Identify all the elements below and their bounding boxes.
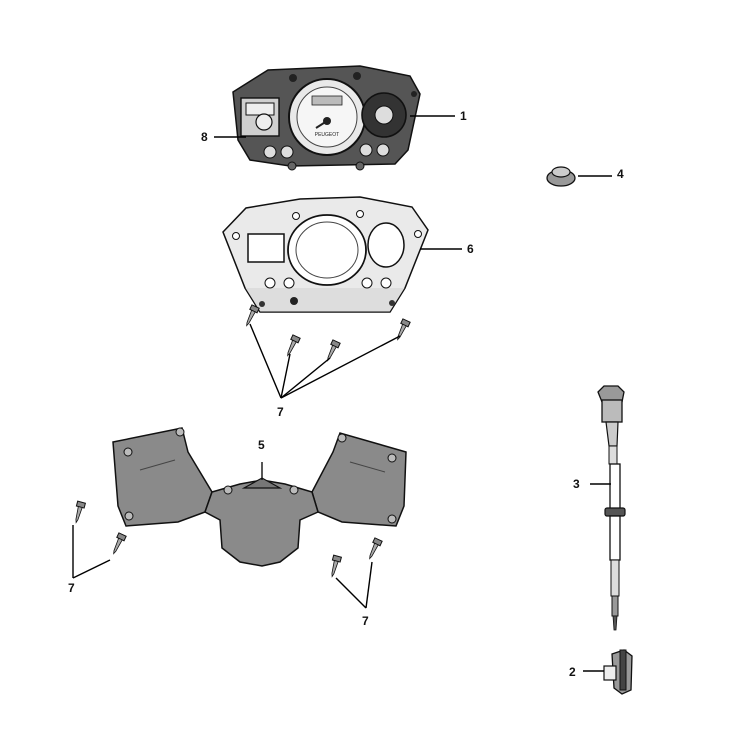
callout-2: 2 — [569, 665, 576, 679]
handlebar-cover — [112, 427, 407, 567]
callout-3: 3 — [573, 477, 580, 491]
callout-6: 6 — [467, 242, 474, 256]
instrument-cluster: PEUGEOT — [232, 65, 421, 171]
cluster-cover — [222, 196, 429, 313]
callout-7-lower-left: 7 — [68, 581, 75, 595]
callout-4: 4 — [617, 167, 624, 181]
callout-7-upper: 7 — [277, 405, 284, 419]
cable-drive-clip — [603, 649, 633, 695]
screw-set-lower-right — [331, 537, 383, 578]
callout-1: 1 — [460, 109, 467, 123]
callout-5: 5 — [258, 438, 265, 452]
callout-8: 8 — [201, 130, 208, 144]
speedometer-cable — [597, 385, 626, 631]
cluster-brand-text: PEUGEOT — [315, 132, 339, 138]
screw-set-upper — [246, 304, 411, 362]
nut-part — [546, 166, 576, 187]
callout-7-lower-right: 7 — [362, 614, 369, 628]
screw-set-lower-left — [75, 500, 127, 555]
